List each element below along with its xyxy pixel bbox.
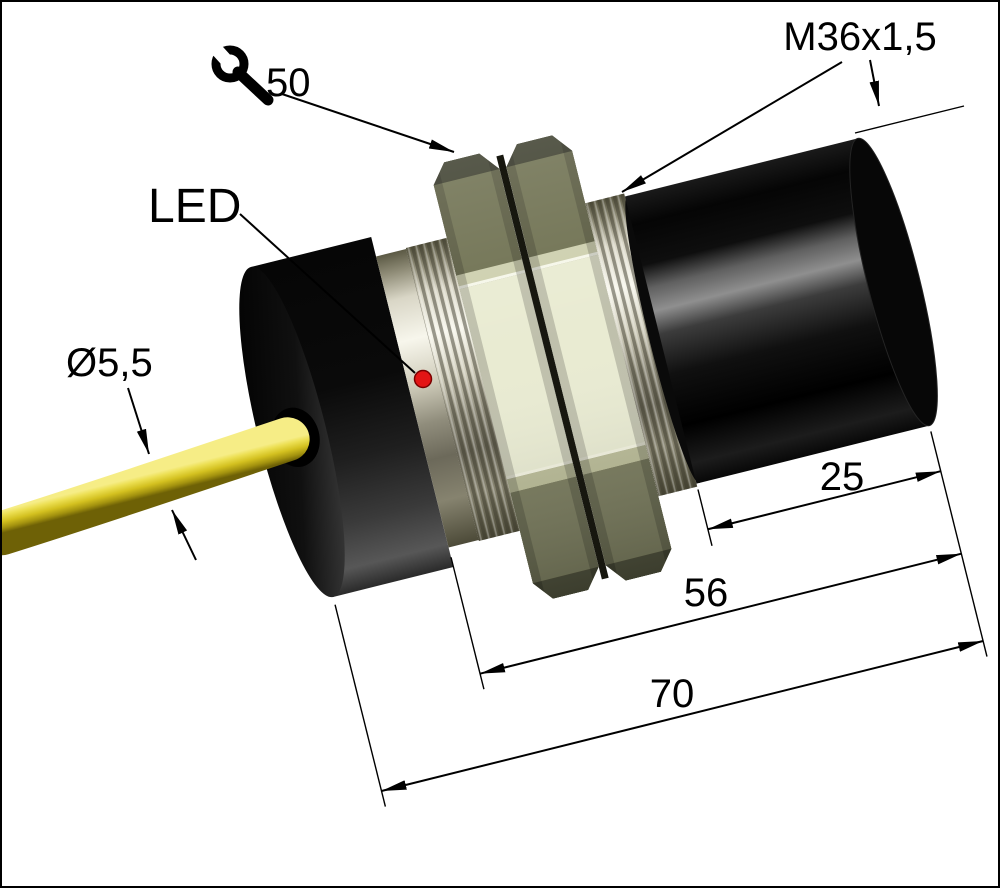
led-leader	[239, 213, 416, 374]
sensor-illustration	[2, 57, 988, 807]
dimension-text-25: 25	[820, 455, 865, 499]
wrench-size-label: 50	[266, 61, 311, 105]
dimension-line-70	[381, 640, 984, 792]
wrench-icon	[200, 32, 274, 106]
dimension-text-70: 70	[650, 672, 695, 716]
wrench-size-leader	[281, 93, 455, 153]
cable-diameter-arrow-bottom	[171, 509, 197, 561]
extension-line-collar	[450, 557, 485, 690]
led-indicator-icon	[413, 369, 433, 389]
led-label: LED	[148, 180, 241, 233]
thread-spec-leader	[621, 61, 843, 193]
thread-spec-arrow	[869, 59, 880, 107]
extension-line-rear-start	[697, 489, 713, 546]
cable-diameter-arrow-top	[127, 387, 150, 455]
thread-rear	[585, 193, 698, 497]
thread-crest-extension	[854, 105, 965, 134]
nut-seam	[496, 154, 609, 580]
cable	[2, 417, 310, 556]
dimension-text-56: 56	[684, 571, 729, 615]
cable-diameter-label: Ø5,5	[66, 341, 153, 385]
front-cap-body	[250, 237, 454, 597]
thread-front	[405, 237, 520, 542]
rear-housing-face	[849, 137, 938, 427]
rear-housing	[624, 138, 930, 484]
extension-line-front	[334, 604, 387, 807]
thread-spec-label: M36x1,5	[783, 15, 936, 59]
dimension-line-25	[707, 470, 942, 531]
extension-line-rear-face	[930, 431, 988, 657]
metal-collar	[376, 248, 479, 548]
